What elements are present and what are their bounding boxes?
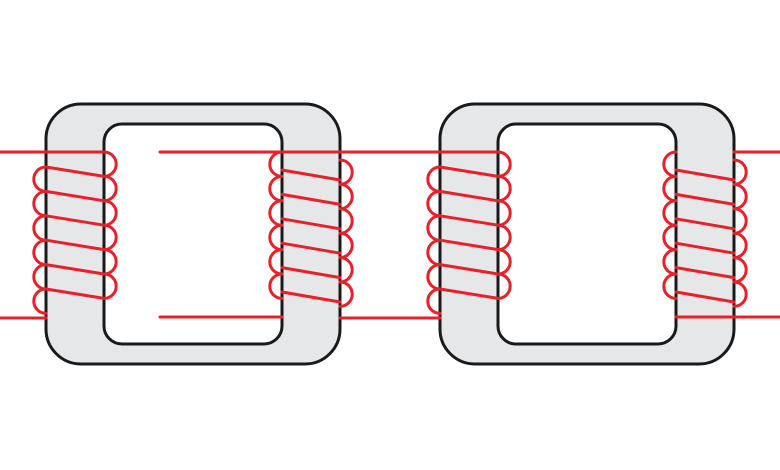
secondary-winding	[662, 150, 780, 319]
coil-loop	[426, 238, 442, 267]
coil-loop	[496, 199, 512, 227]
coil-loop	[426, 189, 442, 218]
coil-turn	[44, 287, 106, 300]
coil-turn	[438, 189, 500, 203]
coil-turn	[674, 217, 736, 231]
coil-loop	[268, 272, 284, 300]
coil-loop	[268, 199, 284, 227]
coil-turn	[280, 217, 342, 231]
coil-loop	[338, 256, 354, 284]
coil-loop	[732, 231, 748, 260]
coil-loop	[102, 199, 118, 227]
coil-loop	[662, 248, 678, 276]
coil-loop	[426, 214, 442, 242]
coil-loop	[732, 256, 748, 284]
primary-winding	[338, 150, 512, 320]
coil-turn	[438, 238, 500, 252]
coil-loop	[268, 248, 284, 276]
coil-turn	[44, 165, 106, 178]
coil-loop	[662, 223, 678, 252]
transformer-core	[438, 102, 736, 366]
coil-loop	[268, 223, 284, 252]
coil-loop	[32, 214, 48, 242]
coil-turn	[44, 263, 106, 276]
coil-loop	[102, 248, 118, 276]
coil-loop	[102, 223, 118, 252]
coil-turn	[438, 263, 500, 276]
coil-loop	[268, 174, 284, 203]
coil-loop	[338, 231, 354, 260]
coil-loop	[32, 287, 48, 315]
coil-turn	[280, 192, 342, 206]
coil-loop	[426, 263, 442, 291]
coil-loop	[732, 207, 748, 235]
coil-loop	[662, 199, 678, 227]
coil-turn	[44, 189, 106, 203]
coil-turn	[438, 214, 500, 227]
coil-turn	[674, 266, 736, 280]
coil-loop	[732, 280, 748, 308]
coil-turn	[438, 287, 500, 300]
transformer	[0, 102, 354, 366]
coil-loop	[102, 272, 118, 300]
coil-loop	[496, 223, 512, 252]
coil-loop	[732, 182, 748, 211]
coil-loop	[338, 182, 354, 211]
coil-turn	[280, 266, 342, 280]
coil-turn	[44, 214, 106, 227]
transformer	[338, 102, 780, 366]
coil-loop	[496, 174, 512, 203]
coil-turn	[280, 168, 342, 182]
coil-loop	[732, 158, 748, 186]
coil-loop	[102, 150, 118, 178]
coil-loop	[338, 158, 354, 186]
coil-turn	[674, 192, 736, 206]
coil-turn	[44, 238, 106, 252]
coil-loop	[662, 272, 678, 300]
coil-loop	[32, 165, 48, 193]
coil-loop	[102, 174, 118, 203]
secondary-winding	[158, 150, 354, 319]
coil-loop	[426, 287, 442, 315]
coil-loop	[662, 150, 678, 178]
coil-loop	[32, 238, 48, 267]
transformer-core	[44, 102, 342, 366]
coil-loop	[338, 280, 354, 308]
coil-loop	[496, 272, 512, 300]
coil-turn	[674, 241, 736, 255]
coil-turn	[674, 168, 736, 182]
coil-loop	[496, 150, 512, 178]
coil-turn	[280, 290, 342, 304]
coil-turn	[674, 290, 736, 304]
primary-winding	[0, 150, 118, 320]
coil-loop	[662, 174, 678, 203]
coil-turn	[438, 165, 500, 178]
coil-loop	[268, 150, 284, 178]
coil-loop	[32, 189, 48, 218]
coil-loop	[32, 263, 48, 291]
coil-turn	[280, 241, 342, 255]
coil-loop	[496, 248, 512, 276]
coil-loop	[426, 165, 442, 193]
coil-loop	[338, 207, 354, 235]
